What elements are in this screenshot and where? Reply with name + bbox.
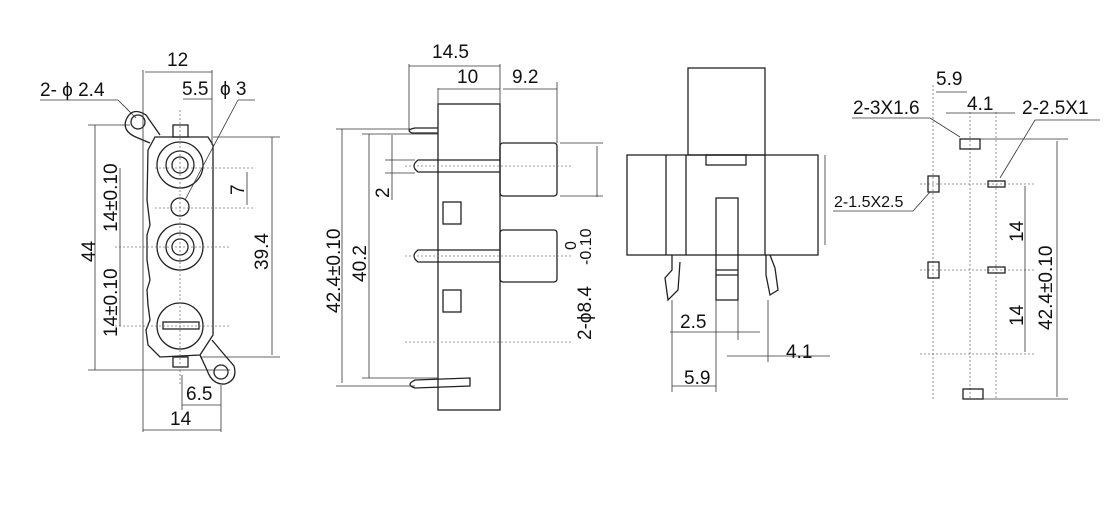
dim-jack-diameter: 2-ϕ8.4 xyxy=(575,286,596,340)
dim-40-2: 40.2 xyxy=(350,245,371,282)
jack-top-outer xyxy=(156,141,204,189)
jack-middle-mid xyxy=(165,232,195,262)
slot-3x1-6-top xyxy=(959,138,981,150)
label-hole-phi3: ϕ 3 xyxy=(220,79,247,100)
latch-bottom xyxy=(409,377,471,389)
dim-4-1: 4.1 xyxy=(786,342,812,363)
dim-5-9: 5.9 xyxy=(684,368,710,389)
slot-1-5x2-5-bottom xyxy=(927,261,940,279)
dim-6-5: 6.5 xyxy=(186,384,212,405)
top-notch xyxy=(705,154,747,166)
slot-2-5x1-bottom xyxy=(987,266,1006,274)
pcb-layout: 5.9 4.1 2-3X1.6 2-2.5X1 2-1.5X2.5 14 14 … xyxy=(824,69,1100,400)
dim-2: 2 xyxy=(373,187,394,198)
pcb-dim-14-top: 14 xyxy=(1007,220,1028,242)
jack-bottom-slot xyxy=(162,321,200,330)
mount-hole-bottom xyxy=(213,364,229,380)
dim-12: 12 xyxy=(167,50,188,71)
side-view: 14.5 10 9.2 42.4±0.10 40.2 2 2-ϕ8.4 0 -0… xyxy=(324,42,603,411)
pcb-dim-42-4: 42.4±0.10 xyxy=(1036,246,1057,330)
notch-1 xyxy=(442,201,462,225)
dim-pitch-top: 14±0.10 xyxy=(101,163,122,232)
dim-14-5: 14.5 xyxy=(432,42,469,63)
dim-7: 7 xyxy=(228,184,249,195)
front-body-outline xyxy=(145,136,214,358)
jack-cylinder-top xyxy=(499,142,558,197)
jack-top-inner xyxy=(171,156,189,174)
notch-2 xyxy=(442,289,462,313)
dim-10: 10 xyxy=(457,67,478,88)
label-slot-2-5x1: 2-2.5X1 xyxy=(1022,98,1089,119)
right-leg xyxy=(765,254,779,297)
dim-pitch-bottom: 14±0.10 xyxy=(101,268,122,337)
mount-ear-bottom xyxy=(199,339,236,385)
pcb-dim-4-1: 4.1 xyxy=(967,94,993,115)
slot-1-5x2-5-top xyxy=(927,175,940,193)
pcb-dim-14-bottom: 14 xyxy=(1007,304,1028,326)
slot-3x1-6-bottom xyxy=(962,388,984,400)
dim-39-4: 39.4 xyxy=(252,233,273,270)
jack-cylinder-bottom xyxy=(499,229,558,283)
tolerance-upper: 0 xyxy=(563,241,580,250)
top-tab xyxy=(172,124,189,138)
dim-42-4: 42.4±0.10 xyxy=(324,229,345,313)
pcb-dim-5-9: 5.9 xyxy=(936,69,962,90)
main-block xyxy=(626,154,819,256)
dim-5-5: 5.5 xyxy=(182,79,208,100)
mount-hole-top xyxy=(130,114,146,130)
dim-2-5: 2.5 xyxy=(680,312,706,333)
slot-2-5x1-top xyxy=(987,180,1006,188)
mount-ear-top xyxy=(124,110,161,144)
label-slot-3x1-6: 2-3X1.6 xyxy=(853,98,920,119)
latch-top xyxy=(408,127,438,134)
side-body xyxy=(437,103,501,411)
top-block xyxy=(687,67,766,156)
dim-44: 44 xyxy=(79,240,100,262)
center-pin xyxy=(715,197,739,301)
tolerance-lower: -0.10 xyxy=(578,228,595,265)
bottom-tab xyxy=(172,356,189,368)
left-leg xyxy=(664,255,681,302)
front-view: 12 2- ϕ 2.4 5.5 ϕ 3 14±0.10 14±0.10 7 44… xyxy=(40,50,280,432)
label-slot-1-5x2-5: 2-1.5X2.5 xyxy=(834,194,903,211)
bottom-view: 2.5 4.1 5.9 xyxy=(626,67,830,392)
dim-9-2: 9.2 xyxy=(512,67,538,88)
dim-14: 14 xyxy=(170,409,192,430)
label-mount-holes: 2- ϕ 2.4 xyxy=(40,80,105,101)
